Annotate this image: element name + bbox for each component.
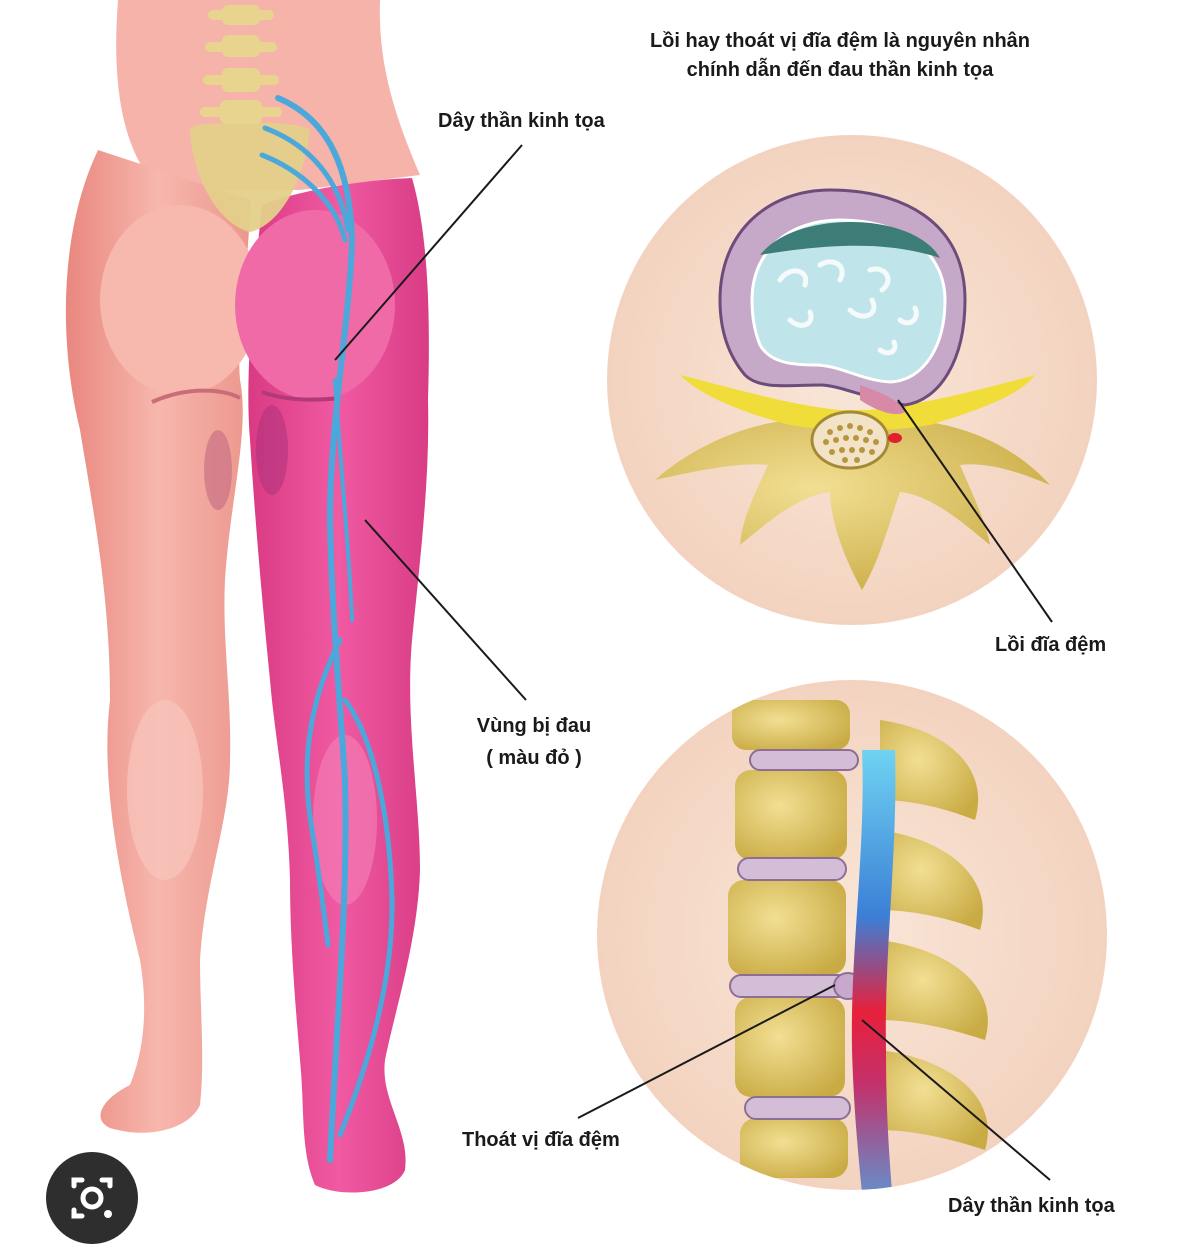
- leader-pain-area: [364, 519, 527, 701]
- herniated-disc-side-view: [597, 680, 1107, 1190]
- bottom-circle-background: [597, 680, 1107, 1190]
- lens-button[interactable]: [46, 1152, 138, 1244]
- leader-bulging-disc: [897, 399, 1053, 623]
- label-pain-area-2: ( màu đỏ ): [486, 747, 582, 769]
- title-line-1: Lồi hay thoát vị đĩa đệm là nguyên nhân: [649, 30, 1031, 52]
- gluteal-fold-right: [261, 390, 341, 402]
- camera-lens-icon: [71, 1177, 113, 1219]
- calf-highlight: [127, 700, 203, 880]
- transverse-process-yellow: [680, 375, 1035, 431]
- right-buttock: [235, 210, 395, 400]
- vertebral-bodies: [728, 700, 850, 1178]
- label-sciatic-nerve-top: Dây thần kinh tọa: [438, 110, 605, 132]
- muscle-shade: [256, 405, 288, 495]
- left-leg: [65, 150, 250, 1133]
- inflamed-nerve-root: [888, 433, 902, 443]
- leader-sciatic-bottom: [861, 1019, 1051, 1181]
- label-bulging-disc: Lồi đĩa đệm: [995, 634, 1107, 656]
- spinal-cord-fibers: [823, 423, 879, 463]
- disc-bulge: [860, 385, 905, 415]
- title-line-2: chính dẫn đến đau thần kinh tọa: [686, 59, 994, 81]
- intervertebral-discs: [729, 749, 859, 1120]
- spinous-processes: [880, 720, 988, 1150]
- leader-sciatic-top: [334, 144, 523, 361]
- leader-herniated-disc: [577, 984, 836, 1119]
- label-sciatic-nerve-bottom: Dây thần kinh tọa: [948, 1195, 1115, 1217]
- label-herniated-disc: Thoát vị đĩa đệm: [462, 1129, 620, 1151]
- gluteal-fold-left: [151, 388, 241, 404]
- disc-dark-rim: [760, 222, 940, 258]
- nucleus-texture: [777, 259, 919, 356]
- lumbar-vertebrae: [200, 5, 282, 124]
- disc-nucleus: [750, 218, 947, 384]
- spinal-nerve-column: [851, 750, 896, 1190]
- left-buttock: [100, 205, 260, 395]
- label-pain-area-1: Vùng bị đau: [476, 715, 592, 737]
- leader-lines: [334, 144, 1053, 1181]
- muscle-shade: [204, 430, 232, 510]
- sacrum: [190, 122, 310, 232]
- sciatic-nerve: [259, 95, 395, 1163]
- vertebral-arch: [655, 420, 1050, 590]
- body-back-view: [65, 0, 429, 1193]
- bulging-disc-cross-section: [607, 135, 1097, 625]
